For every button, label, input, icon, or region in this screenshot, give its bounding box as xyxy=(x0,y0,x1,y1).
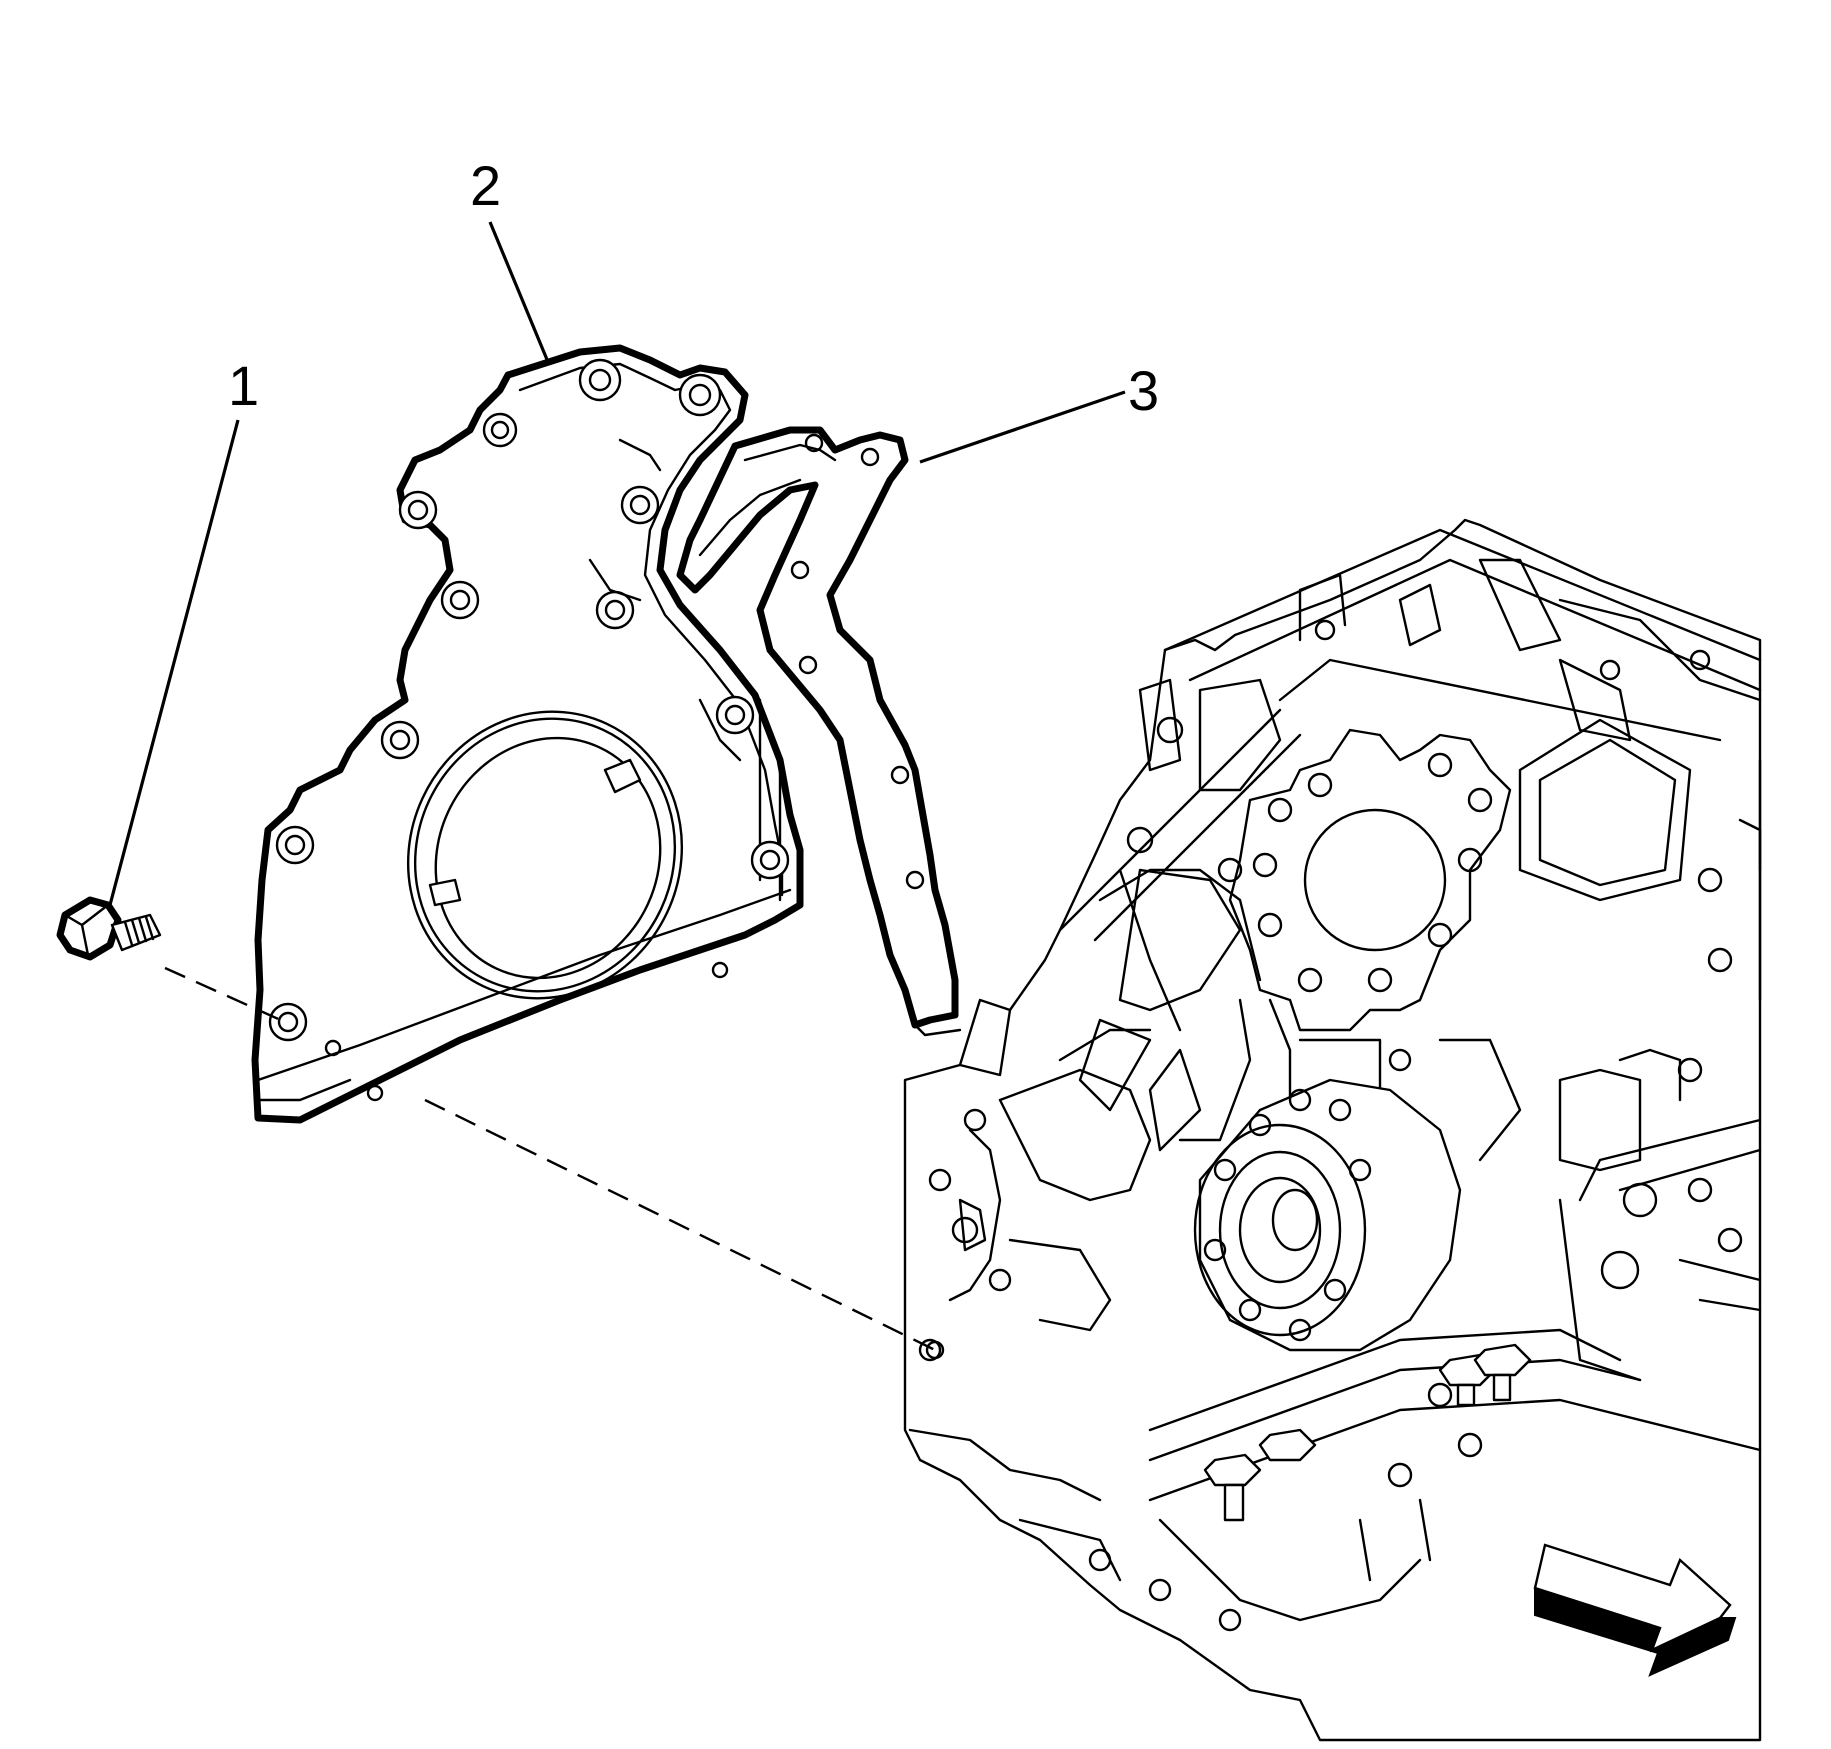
callout-3-leader xyxy=(919,390,1126,464)
callout-1-leader xyxy=(108,419,240,906)
callout-3-label: 3 xyxy=(1128,359,1159,422)
callout-2-label: 2 xyxy=(470,154,501,217)
bolt-alignment-line xyxy=(164,966,286,1024)
front-direction-arrow-icon xyxy=(1533,1543,1737,1677)
callout-1-label: 1 xyxy=(228,354,259,417)
oil-pan-bolt xyxy=(1258,1428,1317,1462)
cover-to-block-alignment-line xyxy=(424,1098,936,1352)
block-bolt-hole xyxy=(925,1340,945,1360)
callout-2-leader xyxy=(488,221,550,363)
front-cover xyxy=(251,344,804,1124)
bolt xyxy=(56,896,162,961)
gasket xyxy=(676,426,962,1037)
oil-pan-bolt xyxy=(1203,1453,1262,1522)
oil-pan-bolt xyxy=(1473,1343,1532,1402)
engine-block xyxy=(903,518,1762,1742)
